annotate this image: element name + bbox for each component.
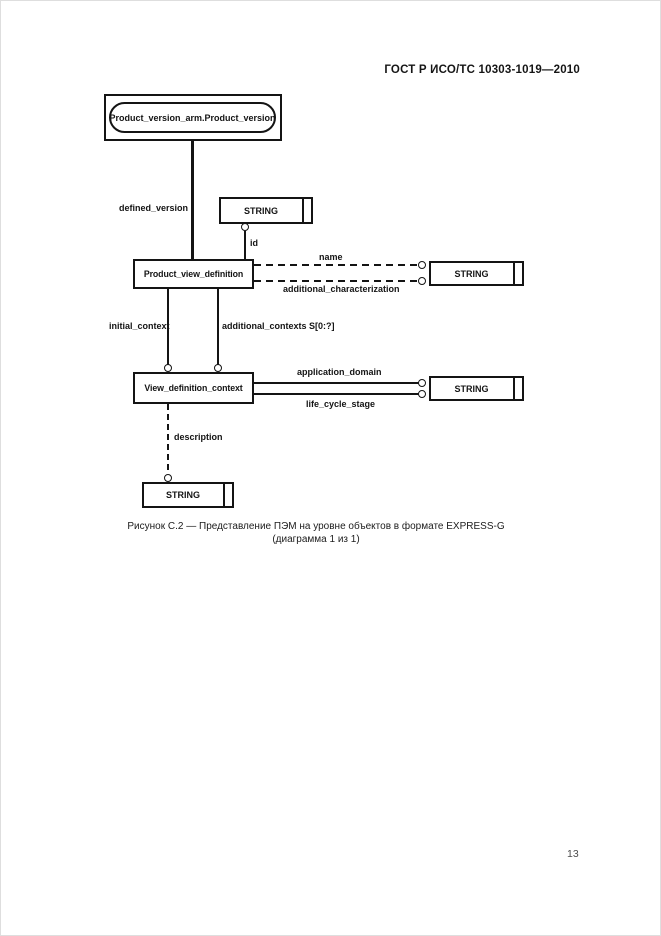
attr-line-additional-characterization xyxy=(254,280,420,282)
attr-line-application-domain xyxy=(254,382,420,384)
attr-label-defined-version: defined_version xyxy=(118,203,188,213)
connector-circle-name xyxy=(418,261,426,269)
page-number: 13 xyxy=(567,848,579,860)
figure-caption-line2: (диаграмма 1 из 1) xyxy=(272,534,360,545)
simple-type-strip xyxy=(302,199,304,222)
entity-view-definition-context: View_definition_context xyxy=(133,372,254,404)
connector-circle-additional-contexts xyxy=(214,364,222,372)
connector-circle-application-domain xyxy=(418,379,426,387)
string-type-box-description: STRING xyxy=(142,482,234,508)
attr-label-name: name xyxy=(319,252,343,262)
attr-line-initial-context xyxy=(167,289,169,366)
entity-product-view-definition: Product_view_definition xyxy=(133,259,254,289)
attr-label-additional-contexts: additional_contexts S[0:?] xyxy=(222,321,335,331)
running-header: ГОСТ Р ИСО/ТС 10303-1019—2010 xyxy=(384,64,580,76)
attr-line-name xyxy=(254,264,420,266)
string-type-label: STRING xyxy=(454,383,489,394)
simple-type-strip xyxy=(513,378,515,399)
attr-label-initial-context: initial_context xyxy=(109,321,170,331)
connector-circle-description xyxy=(164,474,172,482)
connector-circle-life-cycle-stage xyxy=(418,390,426,398)
figure-caption: Рисунок С.2 — Представление ПЭМ на уровн… xyxy=(1,520,631,546)
attr-line-life-cycle-stage xyxy=(254,393,420,395)
simple-type-strip xyxy=(513,263,515,284)
attr-label-description: description xyxy=(174,432,223,442)
string-type-label: STRING xyxy=(243,205,278,216)
connector-circle-initial-context xyxy=(164,364,172,372)
string-type-box-id: STRING xyxy=(219,197,313,224)
string-type-label: STRING xyxy=(165,490,200,500)
string-type-label: STRING xyxy=(454,268,489,279)
string-type-box-application-domain: STRING xyxy=(429,376,524,401)
connector-circle-additional-characterization xyxy=(418,277,426,285)
attr-line-description xyxy=(167,404,169,474)
attr-label-life-cycle-stage: life_cycle_stage xyxy=(306,399,376,409)
attr-label-additional-characterization: additional_characterization xyxy=(283,284,400,294)
attr-label-application-domain: application_domain xyxy=(297,367,382,377)
attr-line-additional-contexts xyxy=(217,289,219,366)
simple-type-strip xyxy=(223,484,225,506)
connector-circle-id xyxy=(241,223,249,231)
figure-caption-line1: Рисунок С.2 — Представление ПЭМ на уровн… xyxy=(127,521,505,532)
arm-entity-oval: Product_version_arm.Product_version xyxy=(109,102,276,133)
arm-link-line xyxy=(191,141,194,259)
attr-line-id xyxy=(244,231,246,259)
string-type-box-name: STRING xyxy=(429,261,524,286)
attr-label-id: id xyxy=(250,238,258,248)
